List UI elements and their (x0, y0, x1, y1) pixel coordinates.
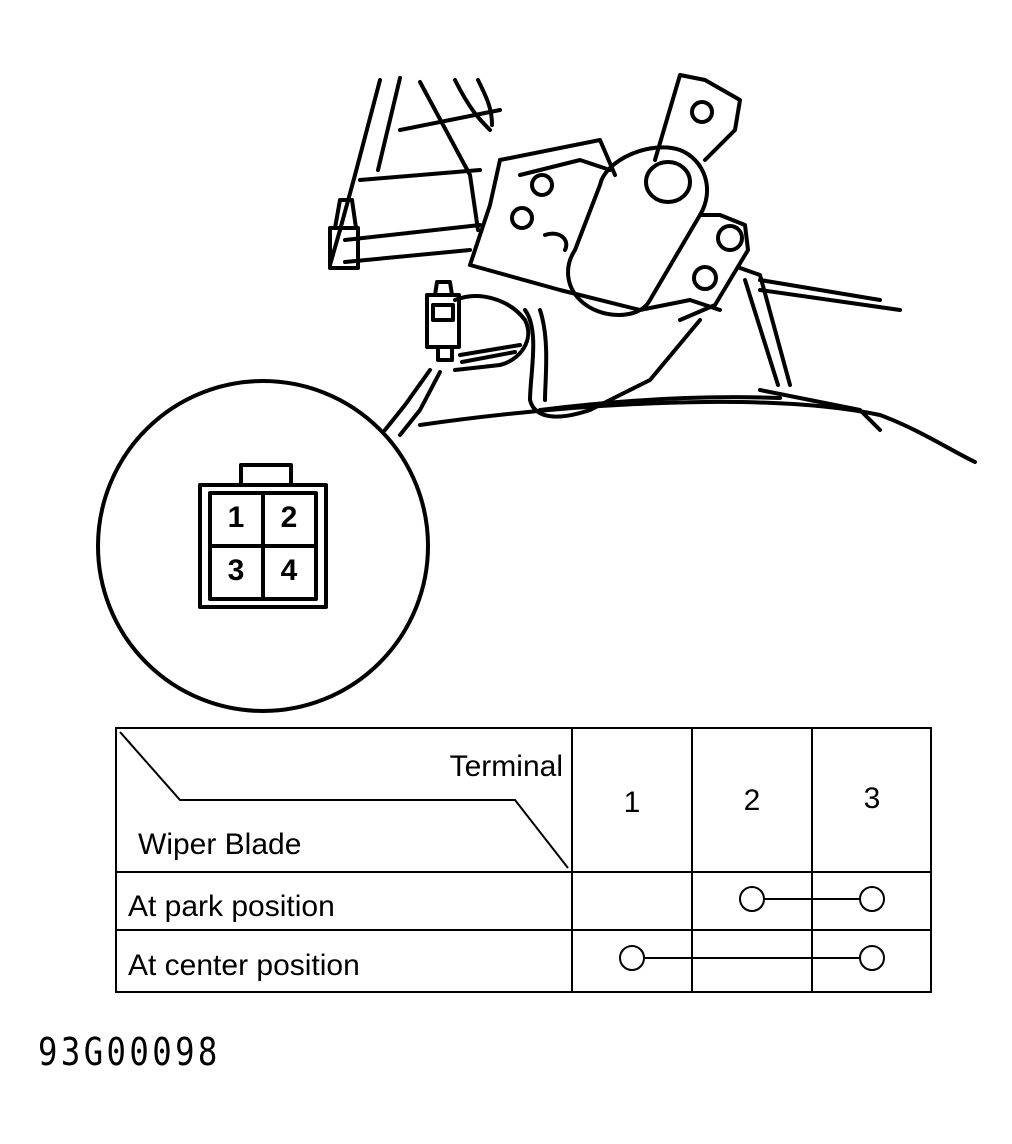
connector-pin-1-label: 1 (228, 501, 245, 534)
figure-code: 93G00098 (38, 1030, 221, 1074)
connector-pin-3-label: 3 (228, 554, 245, 587)
header-terminal: Terminal (450, 750, 563, 783)
header-wiper-blade: Wiper Blade (138, 828, 301, 861)
wiper-arm (738, 266, 902, 387)
row-center-label: At center position (128, 949, 360, 982)
wiring-harness (453, 294, 702, 419)
terminal-1-header: 1 (624, 786, 641, 819)
terminal-3-header: 3 (864, 782, 881, 815)
continuity-terminal-marker (739, 886, 765, 912)
motor-connector (383, 280, 461, 437)
row-park-label: At park position (128, 890, 335, 923)
continuity-table: Terminal Wiper Blade 1 2 3 At park posit… (115, 727, 932, 993)
continuity-terminal-marker (859, 886, 885, 912)
connector-pin-4-label: 4 (281, 554, 298, 587)
hood-connector (328, 198, 360, 270)
body-panel-lines (328, 76, 977, 464)
continuity-terminal-marker (619, 945, 645, 971)
header-divider-line (119, 731, 569, 869)
wiper-motor (468, 73, 750, 322)
connector-magnifier (96, 379, 430, 713)
connector-pin-2-label: 2 (281, 501, 298, 534)
continuity-terminal-marker (859, 945, 885, 971)
connector-face (198, 463, 328, 609)
terminal-2-header: 2 (744, 784, 761, 817)
